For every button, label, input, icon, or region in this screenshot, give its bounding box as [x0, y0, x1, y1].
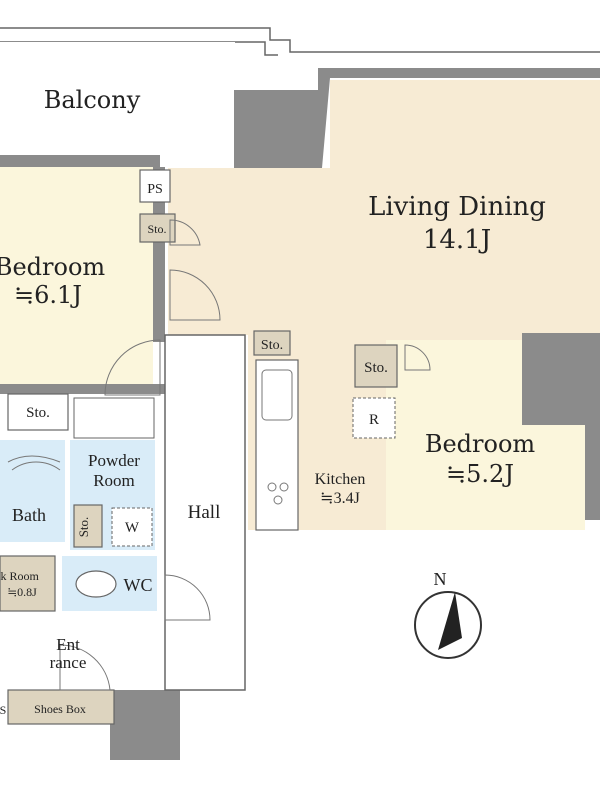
- bedroom-left-size: ≒6.1J: [14, 281, 82, 309]
- bedroom-right-size: ≒5.2J: [446, 460, 514, 488]
- washer-space: [111, 507, 153, 547]
- door-swing: [169, 269, 221, 321]
- bedroom-right-label: Bedroom: [425, 430, 536, 458]
- living-dining-size: 14.1J: [423, 225, 491, 255]
- powder-room-label: Powder: [88, 451, 140, 470]
- compass-north-label: N: [434, 569, 447, 589]
- walk-in-label: lk Room: [0, 569, 40, 583]
- burner-icon: [279, 482, 289, 492]
- bathtub-edge: [7, 455, 61, 463]
- sink-icon: [261, 369, 293, 421]
- hall-fill: [164, 334, 246, 691]
- ps-label: PS: [147, 182, 163, 197]
- living-dining-fill: [168, 80, 600, 340]
- sto-kitchen-box: [253, 330, 291, 356]
- walls: [0, 68, 600, 760]
- bedroom-left-fill: [0, 167, 153, 384]
- door-swing: [104, 339, 161, 396]
- balcony-label: Balcony: [44, 86, 141, 114]
- sto-bath-label: Sto.: [76, 517, 91, 538]
- bedroom-left-label: Bedroom: [0, 253, 105, 281]
- door-swing: [164, 574, 211, 621]
- washer-label: W: [125, 520, 140, 536]
- shoes-box: [7, 689, 115, 725]
- refrigerator-label: R: [369, 412, 379, 428]
- bath-label: Bath: [12, 505, 46, 525]
- balcony-area: [0, 27, 600, 162]
- s-edge-label: S: [0, 703, 6, 717]
- hall-label: Hall: [188, 502, 221, 523]
- storage-boxes: [0, 169, 398, 725]
- wc-label: WC: [124, 575, 153, 595]
- kitchen-size: ≒3.4J: [320, 490, 360, 507]
- sto-left-box: [7, 393, 69, 431]
- living-dining-label: Living Dining: [368, 192, 546, 222]
- kitchen-label: Kitchen: [315, 471, 366, 488]
- door-swings: [11, 219, 431, 691]
- walk-in-box: [0, 555, 56, 612]
- kitchen-counter: [255, 359, 299, 531]
- bedroom-right-fill: [386, 340, 585, 530]
- compass: N: [414, 569, 482, 659]
- sto-right-label: Sto.: [364, 360, 388, 376]
- sto-right-box: [354, 344, 398, 388]
- sto-kitchen-label: Sto.: [261, 338, 283, 353]
- fixtures: [7, 359, 396, 598]
- entrance-label: Ent: [56, 635, 80, 654]
- entrance-label-2: rance: [50, 653, 87, 672]
- sto-top-label: Sto.: [147, 222, 166, 236]
- sto-left-label: Sto.: [26, 405, 50, 421]
- bath-fill: [0, 440, 65, 542]
- north-arrow-icon: [438, 592, 462, 650]
- toilet-icon: [75, 570, 117, 598]
- refrigerator-space: [352, 397, 396, 439]
- walk-in-size: ≒0.8J: [7, 585, 37, 599]
- door-swing: [404, 344, 431, 371]
- burner-icon: [273, 495, 283, 505]
- ps-box: [139, 169, 171, 203]
- shoes-box-label: Shoes Box: [34, 702, 86, 716]
- small-labels: PS Sto. Sto. Sto. Sto. Sto. R W S: [0, 182, 388, 717]
- sto-top-box: [139, 213, 176, 243]
- sto-bath-box: [73, 504, 103, 548]
- powder-room-label-2: Room: [93, 471, 135, 490]
- door-swing: [59, 644, 111, 691]
- vanity: [73, 397, 155, 439]
- door-swing: [169, 219, 201, 246]
- room-labels: Balcony Living Dining 14.1J Bedroom ≒6.1…: [0, 86, 546, 716]
- burner-icon: [267, 482, 277, 492]
- door-swing: [11, 461, 61, 471]
